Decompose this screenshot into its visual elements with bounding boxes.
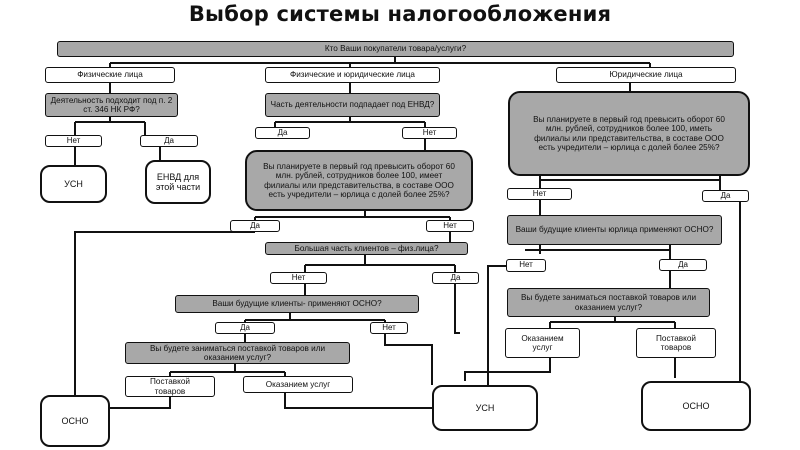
question-plan-mixed: Вы планируете в первый год превысить обо…: [245, 150, 473, 211]
question-most-clients-physical: Большая часть клиентов – физ.лица?: [265, 242, 468, 255]
answer-yes-most-physical: Да: [432, 272, 479, 284]
question-clients-osno: Ваши будущие клиенты- применяют ОСНО?: [175, 295, 419, 313]
question-goods-or-services: Вы будете заниматься поставкой товаров и…: [125, 342, 350, 364]
answer-no-envd-fit: Нет: [45, 135, 102, 147]
answer-no-legal-clients-osno: Нет: [506, 259, 546, 272]
answer-no-most-physical: Нет: [270, 272, 327, 284]
answer-no-part-envd: Нет: [402, 127, 457, 139]
option-goods-right: Поставкой товаров: [636, 328, 716, 358]
answer-yes-clients-osno: Да: [215, 322, 275, 334]
root-question: Кто Ваши покупатели товара/услуги?: [57, 41, 734, 57]
branch-physical-and-legal: Физические и юридические лица: [265, 67, 440, 83]
question-envd-fit: Деятельность подходит под п. 2 ст. 346 Н…: [45, 93, 178, 117]
question-plan-legal: Вы планируете в первый год превысить обо…: [508, 91, 750, 176]
result-osno-left: ОСНО: [40, 395, 110, 447]
question-goods-or-services-right: Вы будете заниматься поставкой товаров и…: [507, 288, 710, 317]
answer-yes-plan-mixed: Да: [230, 220, 280, 232]
branch-physical-persons: Физические лица: [45, 67, 175, 83]
option-services-right: Оказанием услуг: [505, 328, 580, 358]
answer-no-plan-legal: Нет: [507, 188, 572, 200]
result-usn-physical: УСН: [40, 165, 107, 203]
option-goods: Поставкой товаров: [125, 376, 215, 397]
branch-legal-persons: Юридические лица: [556, 67, 736, 83]
question-legal-clients-osno: Ваши будущие клиенты юрлица применяют ОС…: [507, 215, 722, 245]
result-osno-right: ОСНО: [641, 381, 751, 431]
answer-yes-plan-legal: Да: [702, 190, 749, 202]
answer-yes-legal-clients-osno: Да: [659, 259, 707, 271]
diagram-title: Выбор системы налогообложения: [188, 2, 612, 26]
answer-no-plan-mixed: Нет: [426, 220, 474, 232]
answer-yes-part-envd: Да: [255, 127, 310, 139]
option-services: Оказанием услуг: [243, 376, 353, 393]
question-part-envd: Часть деятельности подпадает под ЕНВД?: [265, 93, 440, 117]
result-envd: ЕНВД для этой части: [145, 160, 211, 204]
result-usn-middle: УСН: [432, 385, 538, 431]
answer-no-clients-osno: Нет: [370, 322, 408, 334]
answer-yes-envd-fit: Да: [140, 135, 198, 147]
